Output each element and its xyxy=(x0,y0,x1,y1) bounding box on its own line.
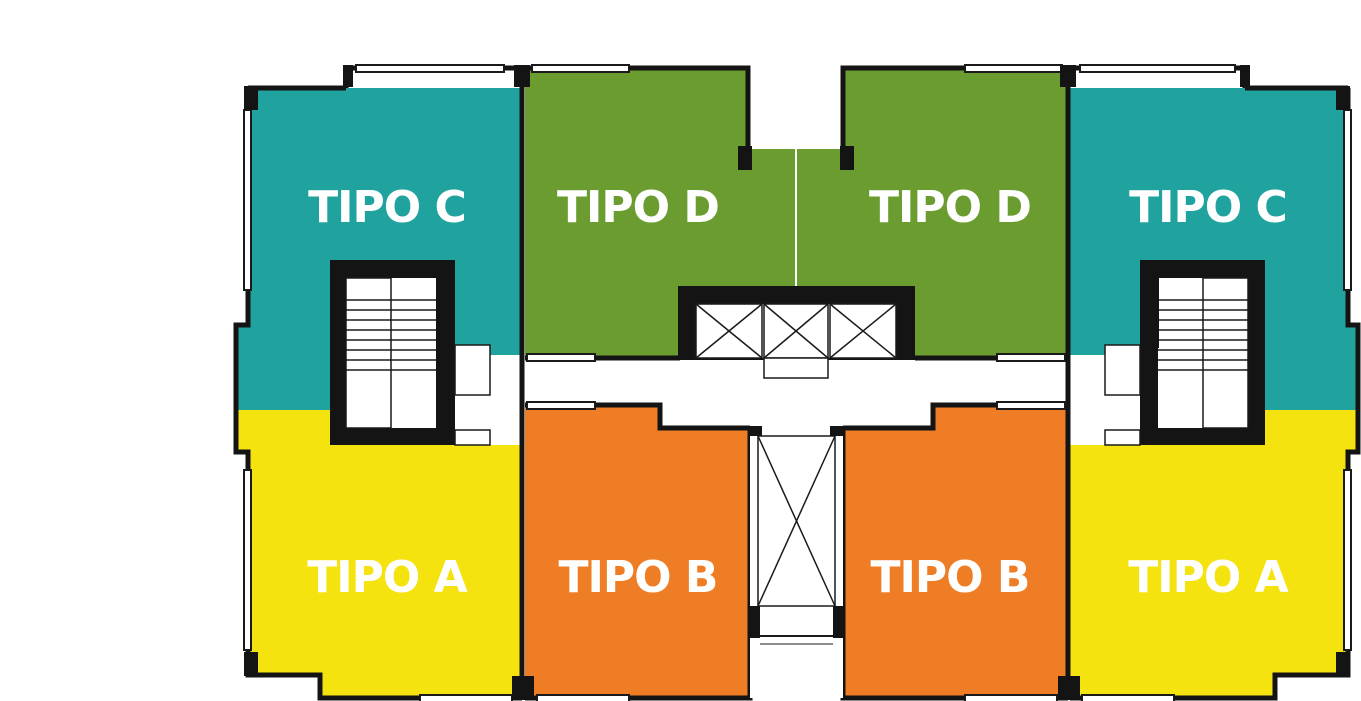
unit-zone-a-left[interactable] xyxy=(236,410,522,698)
unit-label-c-left: TIPO C xyxy=(308,182,466,233)
stair-core-left xyxy=(330,260,491,446)
columns xyxy=(244,65,1350,700)
stair-core-right xyxy=(1104,260,1265,446)
unit-zone-c-right[interactable] xyxy=(1070,88,1358,410)
unit-label-c-right: TIPO C xyxy=(1129,182,1287,233)
unit-label-b-right: TIPO B xyxy=(871,552,1030,603)
unit-zone-b-left[interactable] xyxy=(525,405,750,698)
unit-label-d-right: TIPO D xyxy=(869,182,1031,233)
elevator-core xyxy=(678,286,915,379)
unit-label-a-right: TIPO A xyxy=(1128,552,1288,603)
windows xyxy=(243,64,1352,701)
center-shaft xyxy=(748,426,844,698)
unit-label-a-left: TIPO A xyxy=(307,552,467,603)
unit-zone-c-left[interactable] xyxy=(236,88,522,410)
unit-label-d-left: TIPO D xyxy=(557,182,719,233)
unit-zone-b-right[interactable] xyxy=(843,405,1068,698)
unit-label-b-left: TIPO B xyxy=(559,552,718,603)
unit-zone-a-right[interactable] xyxy=(1070,410,1358,698)
